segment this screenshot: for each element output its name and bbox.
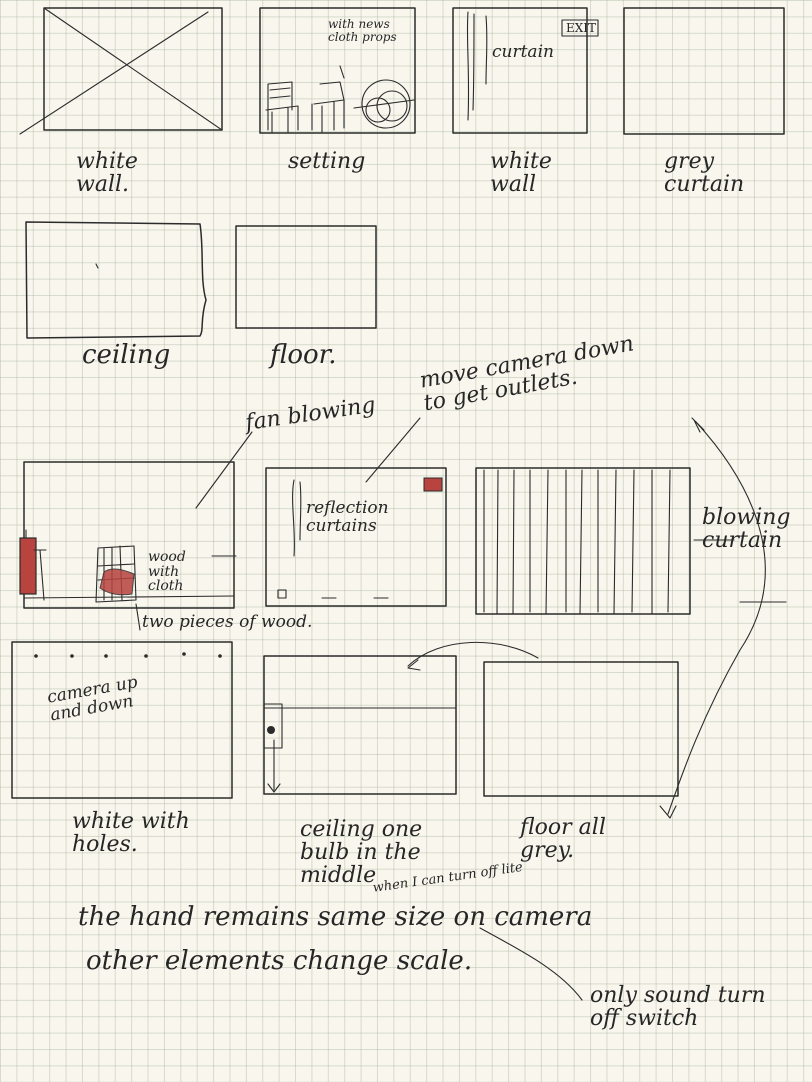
caption-white-wall: white wall. xyxy=(76,149,138,198)
frame-white-wall-curtain xyxy=(452,7,599,134)
frame-white-holes xyxy=(11,641,233,799)
caption-white-wall-2: white wall xyxy=(490,149,552,198)
note-curtain: curtain xyxy=(492,42,554,62)
note-reflection-curtains: reflection curtains xyxy=(306,498,389,536)
frame-reflection-curtains xyxy=(265,417,447,607)
frame-setting xyxy=(259,7,416,134)
caption-setting: setting xyxy=(288,149,366,174)
text-only-sound: only sound turn off switch xyxy=(590,983,766,1032)
frame-white-wall-x xyxy=(19,7,223,135)
text-other-elements: other elements change scale. xyxy=(86,946,473,976)
frame-fan-wood xyxy=(19,431,253,631)
caption-ceiling: ceiling xyxy=(82,340,171,370)
frame-blowing-curtain xyxy=(475,417,787,815)
caption-white-with-holes: white with holes. xyxy=(72,809,190,858)
caption-floor: floor. xyxy=(270,340,337,370)
frame-floor xyxy=(235,225,377,329)
text-hand-remains: the hand remains same size on camera xyxy=(78,902,593,932)
note-blowing-curtain: blowing curtain xyxy=(702,505,791,554)
note-two-pieces-of-wood: two pieces of wood. xyxy=(142,612,313,632)
frame-floor-grey xyxy=(407,641,679,819)
note-wood-with-cloth: wood with cloth xyxy=(148,549,186,595)
frame-grey-curtain xyxy=(623,7,785,135)
caption-ceiling-one-bulb: ceiling one bulb in the middle xyxy=(300,817,423,889)
note-setting-props: with news cloth props xyxy=(328,17,397,44)
caption-grey-curtain: grey curtain xyxy=(664,149,745,198)
exit-sign: EXIT xyxy=(566,21,597,35)
frame-ceiling-bulb xyxy=(263,655,457,795)
frame-ceiling xyxy=(25,221,207,339)
caption-floor-all-grey: floor all grey. xyxy=(520,815,606,864)
